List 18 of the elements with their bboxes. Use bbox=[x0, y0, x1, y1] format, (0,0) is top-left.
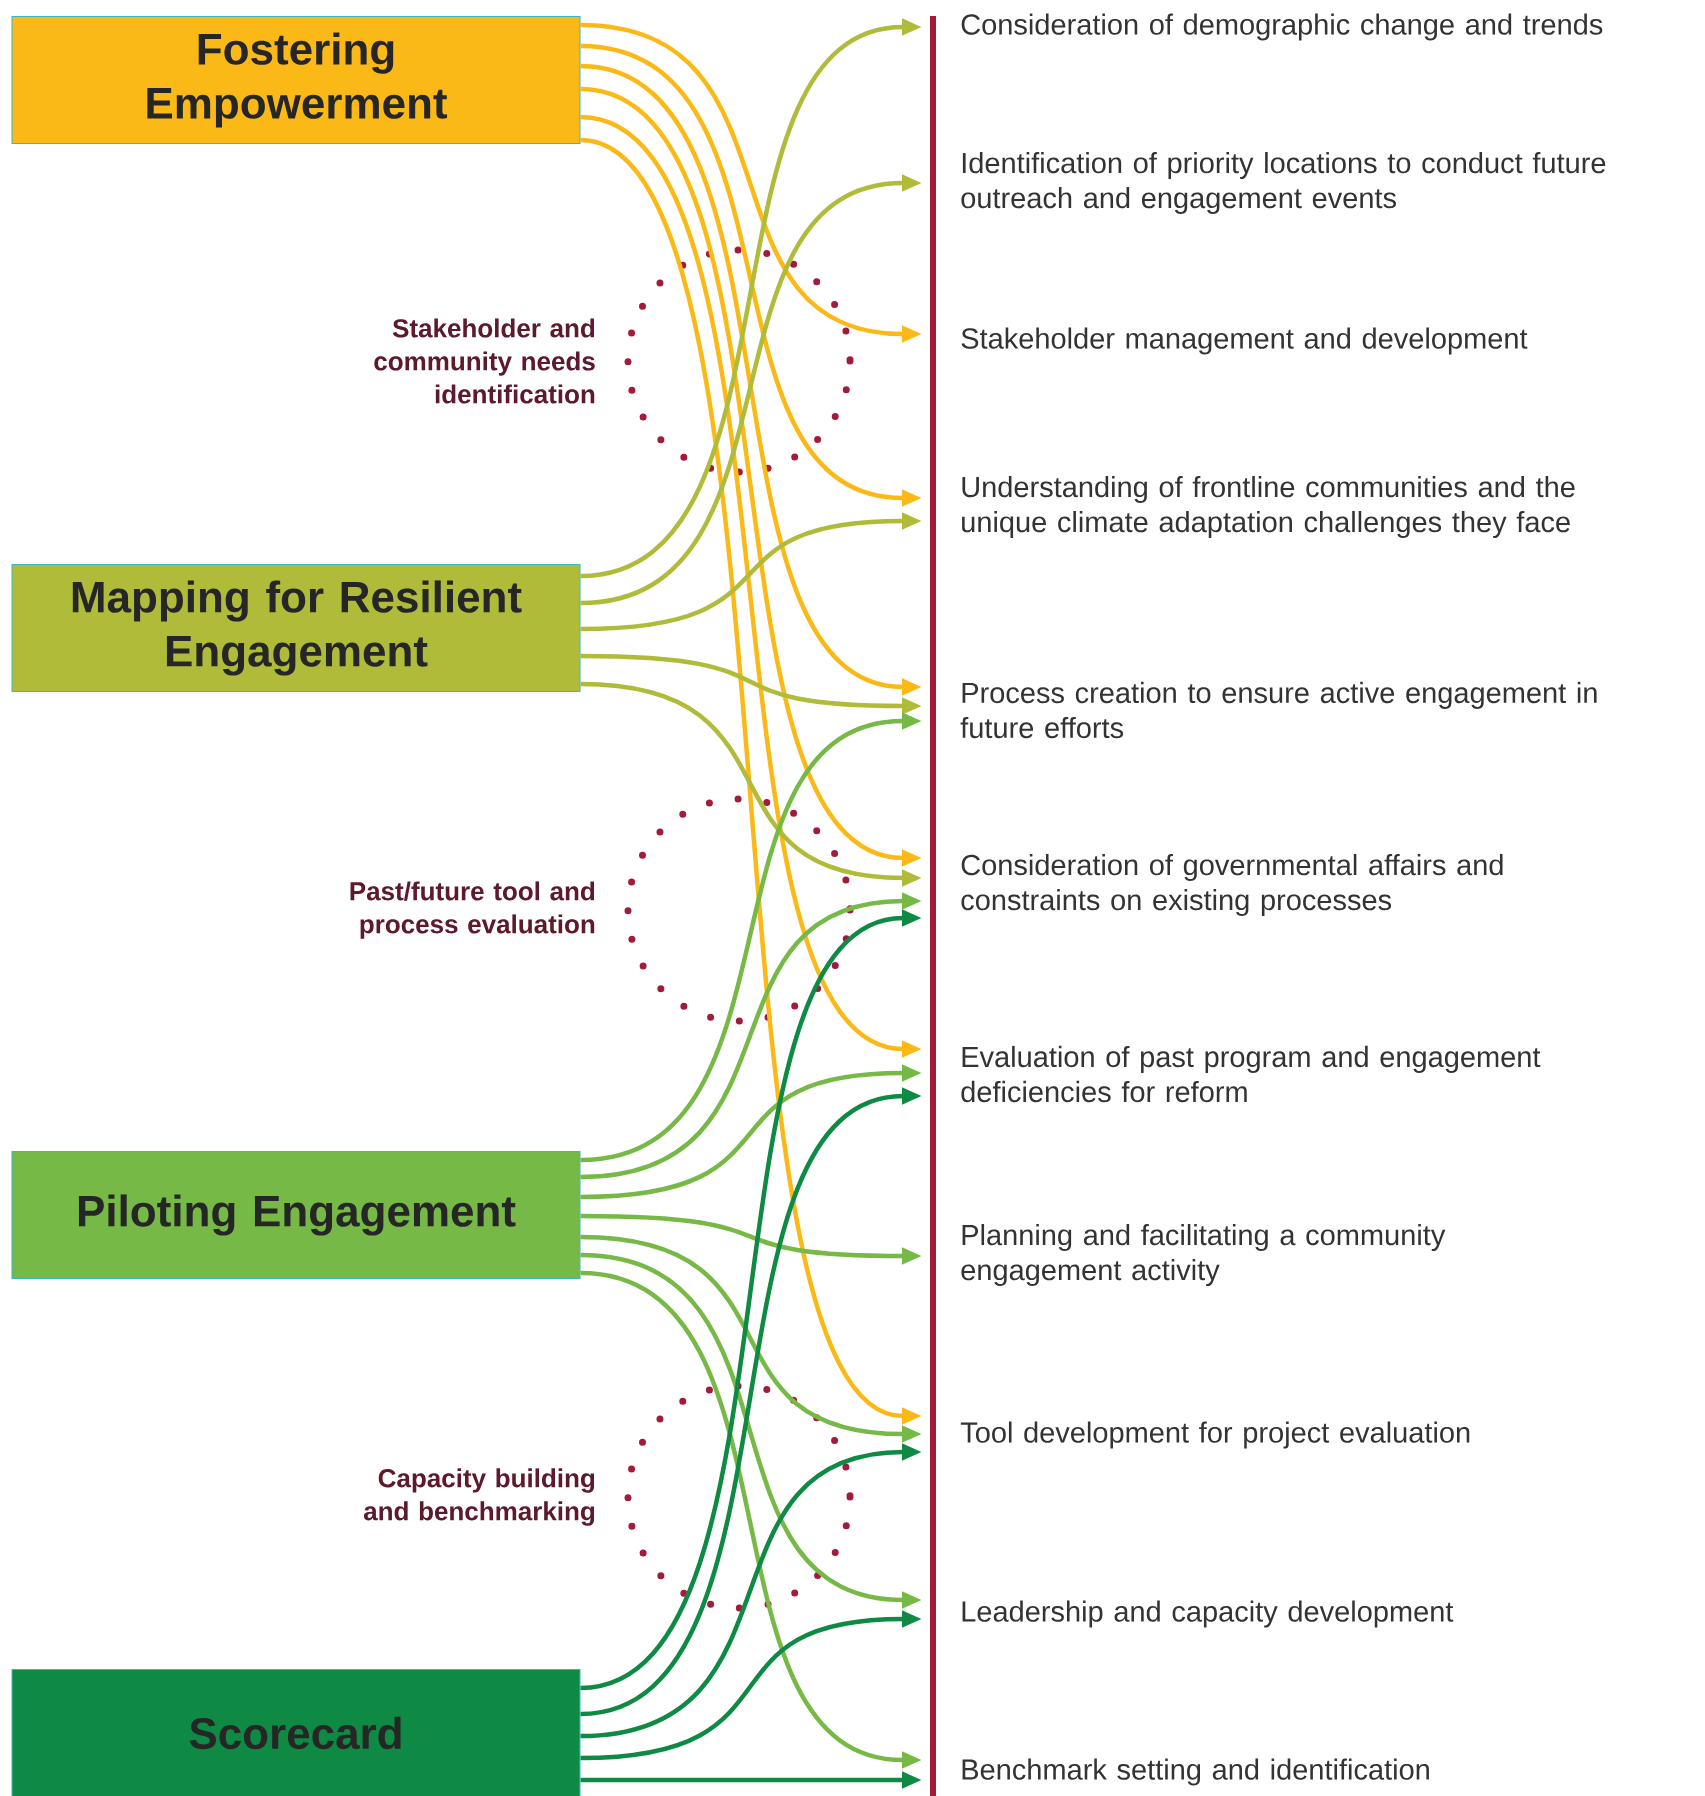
dotted-circle-drawing: Capacity building and benchmarking bbox=[363, 1382, 854, 1612]
stage-box: Scorecard bbox=[11, 1669, 581, 1796]
dotted-circle-drawing: Stakeholder and community needs identification bbox=[374, 246, 854, 476]
outcome-text: Tool development for project evaluation bbox=[960, 1421, 1470, 1449]
dotted-circle-drawing: Past/future tool and process evaluation bbox=[350, 795, 854, 1025]
outcome-text: Planning and facilitating a community engagement activity bbox=[961, 1224, 1446, 1287]
stage-box: Piloting Engagement bbox=[11, 1151, 581, 1279]
outcome-text: Benchmark setting and identification bbox=[962, 1758, 1429, 1786]
outcome-text: Leadership and capacity development bbox=[962, 1600, 1454, 1628]
outcome-text: Identification of priority locations to conduct future outreach and engagement events bbox=[961, 152, 1606, 214]
outcome-text: Stakeholder management and development bbox=[961, 327, 1528, 355]
stage-box: Fostering Empowerment bbox=[11, 16, 581, 144]
outcome-text: Understanding of frontline communities and the unique climate adaptation challenges they face bbox=[962, 476, 1575, 539]
outcome-text: Consideration of demographic change and trends bbox=[961, 13, 1603, 41]
stage-box: Mapping for Resilient Engagement bbox=[11, 564, 581, 692]
outcome-text: Evaluation of past program and engagement deficiencies for reform bbox=[961, 1045, 1541, 1103]
outcome-text: Consideration of governmental affairs and constraints on existing processes bbox=[961, 854, 1503, 917]
outcome-text: Process creation to ensure active engagement in future efforts bbox=[960, 681, 1597, 739]
